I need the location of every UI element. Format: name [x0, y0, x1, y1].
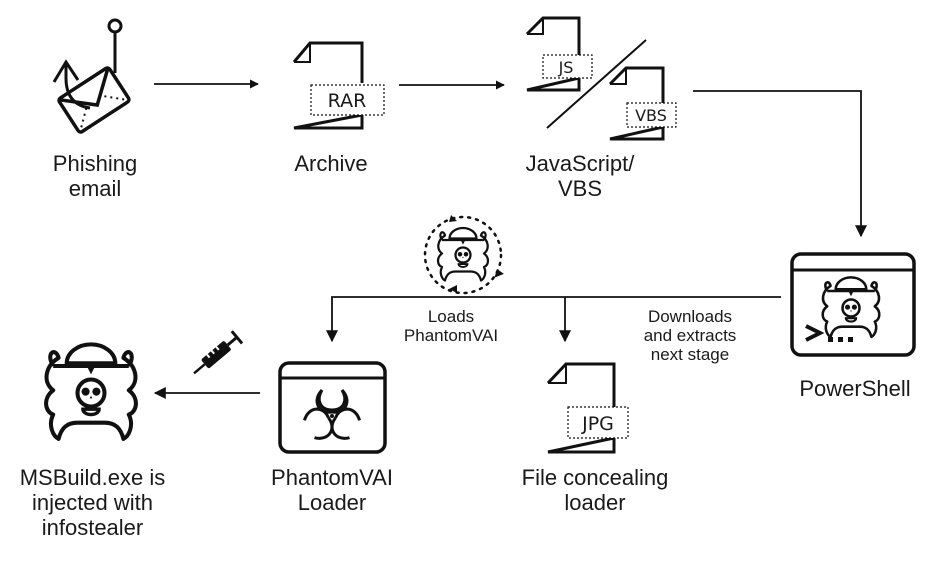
- bug-skull-icon: [46, 344, 136, 439]
- edge-powershell-branch: [326, 296, 781, 343]
- js-file-icon: JS: [525, 16, 593, 92]
- vbs-badge: VBS: [635, 106, 667, 125]
- jpg-badge: JPG: [581, 413, 614, 435]
- archive-node: RAR: [292, 41, 385, 130]
- downloads-edge-label: Downloads and extracts next stage: [643, 307, 737, 364]
- file-concealing-loader-label: File concealing loader: [521, 465, 669, 515]
- msbuild-node: [46, 344, 136, 439]
- cycling-bug-icon: [423, 215, 504, 295]
- js-badge: JS: [558, 58, 574, 77]
- loads-edge-label: Loads PhantomVAI: [403, 307, 499, 345]
- rar-file-icon: RAR: [292, 41, 385, 130]
- script-label: JavaScript/ VBS: [525, 151, 635, 201]
- vbs-file-icon: VBS: [608, 66, 677, 141]
- file-concealing-loader-node: JPG: [546, 362, 629, 454]
- powershell-label: PowerShell: [799, 376, 911, 401]
- edge-script-to-powershell: [693, 90, 867, 238]
- phantomvai-loader-label: PhantomVAI Loader: [271, 465, 393, 515]
- rar-badge: RAR: [328, 90, 367, 112]
- jpg-file-icon: JPG: [546, 362, 629, 454]
- phishing-hook-envelope-icon: [52, 18, 131, 134]
- powershell-node: [790, 252, 916, 357]
- archive-label: Archive: [294, 151, 368, 176]
- script-node: JS VBS: [525, 16, 677, 141]
- biohazard-window-icon: [278, 361, 387, 454]
- phishing-email-label: Phishing email: [52, 151, 138, 201]
- phishing-email-node: [52, 18, 131, 134]
- msbuild-label: MSBuild.exe is injected with infostealer: [19, 465, 166, 540]
- terminal-window-bug-icon: [790, 252, 916, 357]
- syringe-icon: [193, 330, 244, 375]
- phantomvai-loader-node: [278, 361, 387, 454]
- slash-divider: [546, 39, 647, 129]
